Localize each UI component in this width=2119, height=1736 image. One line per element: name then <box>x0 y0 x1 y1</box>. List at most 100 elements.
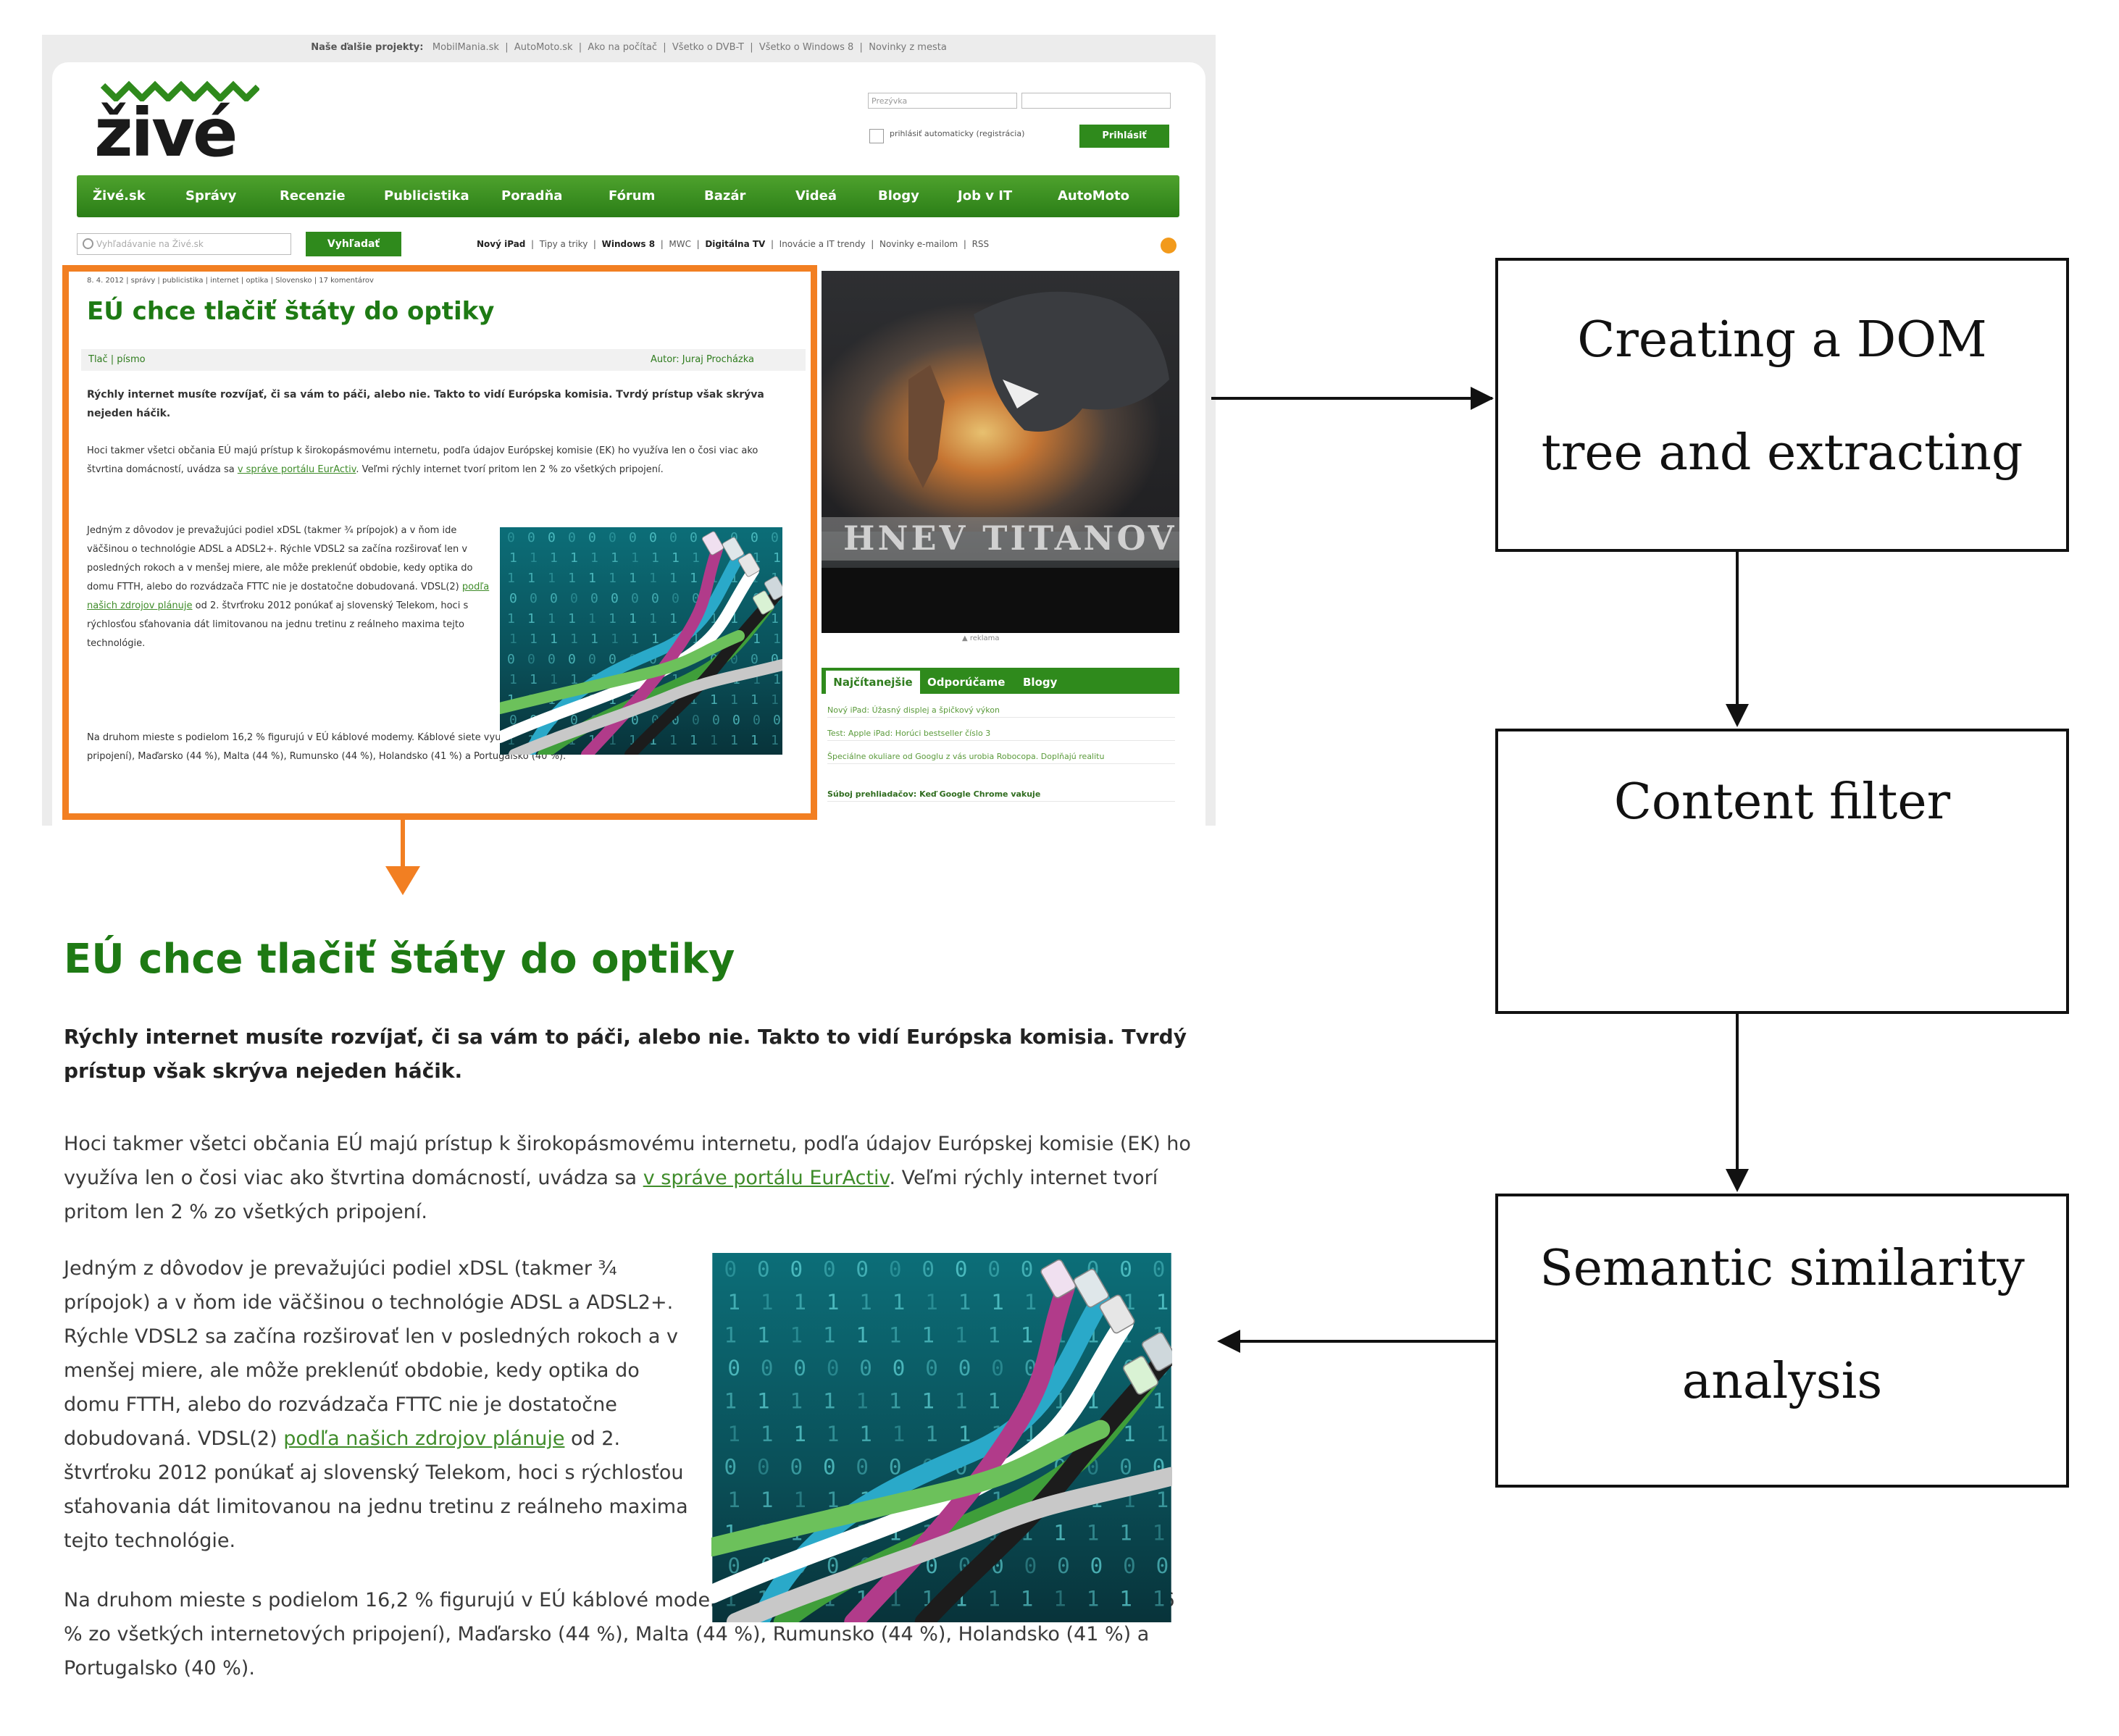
svg-text:0: 0 <box>761 1356 774 1380</box>
website-screenshot: Naše ďalšie projekty: MobilMania.sk | Au… <box>42 35 1216 826</box>
list-item[interactable]: Súboj prehliadačov: Keď Google Chrome va… <box>827 788 1175 802</box>
svg-text:1: 1 <box>757 1322 770 1347</box>
svg-text:0: 0 <box>568 530 576 545</box>
article-paragraph: Jedným z dôvodov je prevažujúci podiel x… <box>87 525 490 649</box>
svg-text:1: 1 <box>790 1322 803 1347</box>
logo-zigzag-icon <box>100 80 259 101</box>
nav-item[interactable]: Bazár <box>704 188 746 204</box>
search-button[interactable]: Vyhľadať <box>306 232 401 256</box>
nav-item[interactable]: Fórum <box>609 188 656 204</box>
nav-item[interactable]: Recenzie <box>280 188 346 204</box>
svg-text:1: 1 <box>710 692 718 708</box>
svg-text:1: 1 <box>856 1388 869 1413</box>
svg-text:0: 0 <box>609 530 617 545</box>
projects-link[interactable]: AutoMoto.sk <box>514 42 573 53</box>
svg-text:0: 0 <box>987 1257 1000 1281</box>
svg-text:0: 0 <box>672 713 680 728</box>
auto-login-checkbox[interactable] <box>869 129 884 143</box>
nav-item[interactable]: Poradňa <box>501 188 563 204</box>
svg-text:0: 0 <box>588 652 596 667</box>
topic-link[interactable]: RSS <box>971 239 990 249</box>
projects-link[interactable]: Ako na počítač <box>588 42 657 53</box>
tab-blogs[interactable]: Blogy <box>1023 676 1058 689</box>
svg-text:0: 0 <box>507 652 515 667</box>
login-button[interactable]: Prihlásiť <box>1079 125 1169 148</box>
svg-text:1: 1 <box>570 632 578 647</box>
projects-link[interactable]: Novinky z mesta <box>869 42 947 53</box>
extracted-link[interactable]: podľa našich zdrojov plánuje <box>283 1427 565 1450</box>
projects-link[interactable]: Všetko o DVB-T <box>672 42 744 53</box>
movie-ad-image[interactable]: HNEV TITANOV <box>822 271 1179 633</box>
svg-text:1: 1 <box>509 632 517 647</box>
tab-recommended[interactable]: Odporúčame <box>927 676 1006 689</box>
arrow-head-icon <box>1726 1169 1749 1192</box>
projects-link[interactable]: Všetko o Windows 8 <box>758 42 854 53</box>
svg-text:1: 1 <box>955 1388 968 1413</box>
svg-text:1: 1 <box>550 550 558 566</box>
article-link[interactable]: v správe portálu EurActiv <box>237 464 356 475</box>
svg-text:0: 0 <box>889 1454 902 1479</box>
svg-text:1: 1 <box>730 733 738 748</box>
svg-text:0: 0 <box>1156 1553 1169 1578</box>
topic-link[interactable]: MWC <box>669 239 692 249</box>
list-item[interactable]: Test: Apple iPad: Horúci bestseller čísl… <box>827 727 1175 741</box>
svg-text:1: 1 <box>987 1388 1000 1413</box>
nav-item[interactable]: AutoMoto <box>1058 188 1129 204</box>
svg-text:1: 1 <box>751 692 758 708</box>
svg-text:1: 1 <box>827 1422 840 1446</box>
svg-text:0: 0 <box>856 1454 869 1479</box>
nav-item[interactable]: Videá <box>795 188 837 204</box>
svg-text:0: 0 <box>1119 1454 1132 1479</box>
svg-text:0: 0 <box>724 1257 737 1281</box>
nav-item[interactable]: Job v IT <box>958 188 1013 204</box>
svg-text:1: 1 <box>925 1290 938 1314</box>
site-logo[interactable]: živé <box>94 94 238 172</box>
topic-link[interactable]: Tipy a triky <box>539 239 588 249</box>
svg-text:1: 1 <box>1053 1520 1066 1545</box>
svg-text:0: 0 <box>730 652 738 667</box>
tab-most-read[interactable]: Najčítanejšie <box>826 671 920 694</box>
rss-icon[interactable] <box>1161 238 1176 253</box>
projects-bar: Naše ďalšie projekty: MobilMania.sk | Au… <box>311 42 947 53</box>
list-item[interactable]: Špeciálne okuliare od Googlu z vás urobi… <box>827 750 1175 764</box>
nav-item[interactable]: Publicistika <box>384 188 469 204</box>
list-item[interactable]: Nový iPad: Úžasný displej a špičkový výk… <box>827 704 1175 718</box>
svg-text:0: 0 <box>790 1454 803 1479</box>
projects-link[interactable]: MobilMania.sk <box>432 42 499 53</box>
svg-text:1: 1 <box>1153 1586 1166 1611</box>
svg-text:0: 0 <box>771 530 779 545</box>
topic-link[interactable]: Windows 8 <box>601 239 656 249</box>
topic-link[interactable]: Novinky e-mailom <box>879 239 958 249</box>
svg-text:0: 0 <box>611 591 619 606</box>
svg-text:1: 1 <box>827 1290 840 1314</box>
topic-link[interactable]: Inovácie a IT trendy <box>779 239 866 249</box>
nav-item[interactable]: Blogy <box>878 188 919 204</box>
svg-text:1: 1 <box>1156 1290 1169 1314</box>
topic-link[interactable]: Digitálna TV <box>705 239 766 249</box>
svg-text:0: 0 <box>724 1454 737 1479</box>
article-title: EÚ chce tlačiť štáty do optiky <box>87 297 495 326</box>
svg-text:1: 1 <box>724 1322 737 1347</box>
topic-link[interactable]: Nový iPad <box>477 239 526 249</box>
svg-text:1: 1 <box>823 1388 836 1413</box>
svg-text:1: 1 <box>692 632 700 647</box>
svg-text:1: 1 <box>724 1388 737 1413</box>
svg-text:1: 1 <box>1087 1586 1100 1611</box>
svg-text:1: 1 <box>1153 1520 1166 1545</box>
svg-text:0: 0 <box>527 652 535 667</box>
svg-text:0: 0 <box>651 591 659 606</box>
svg-text:0: 0 <box>958 1356 971 1380</box>
svg-text:1: 1 <box>1156 1488 1169 1512</box>
login-password-input[interactable] <box>1021 93 1171 109</box>
article-link[interactable]: podľa našich zdrojov plánuje <box>87 582 490 611</box>
extracted-link[interactable]: v správe portálu EurActiv <box>643 1167 890 1189</box>
nav-item[interactable]: Správy <box>185 188 237 204</box>
print-and-font-label[interactable]: Tlač | písmo <box>88 354 146 365</box>
site-search-input[interactable]: Vyhľadávanie na Živé.sk <box>77 233 291 255</box>
svg-text:0: 0 <box>530 591 538 606</box>
svg-text:0: 0 <box>588 530 596 545</box>
svg-text:1: 1 <box>507 611 515 626</box>
svg-text:1: 1 <box>773 550 781 566</box>
nav-item[interactable]: Živé.sk <box>93 188 146 204</box>
login-username-input[interactable]: Prezývka <box>868 93 1017 109</box>
